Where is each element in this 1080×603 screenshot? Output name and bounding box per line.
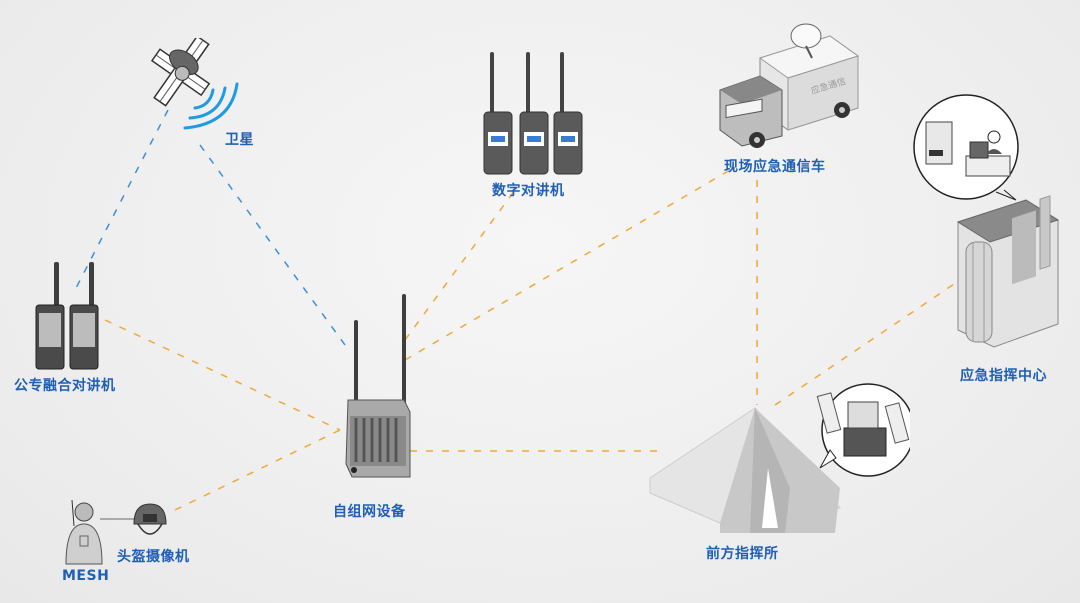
- hybrid-radio-node[interactable]: [32, 260, 102, 372]
- helmet-camera-node[interactable]: [130, 500, 170, 544]
- hybrid-radio-icon: [35, 262, 99, 370]
- forward-post-node[interactable]: [640, 378, 910, 538]
- mesh-node[interactable]: [60, 498, 104, 568]
- digital-radio-label: 数字对讲机: [492, 183, 565, 199]
- link-forward-post-center: [774, 279, 961, 406]
- link-adhoc-helmet: [174, 429, 341, 511]
- link-adhoc-vehicle: [404, 169, 731, 361]
- satellite-label: 卫星: [225, 132, 254, 148]
- satellite-node[interactable]: [145, 38, 245, 133]
- helmet-camera-label: 头盔摄像机: [117, 549, 190, 565]
- command-center-node[interactable]: [908, 92, 1080, 357]
- adhoc-device-icon: [345, 294, 411, 478]
- comm-vehicle-icon: 应急通信: [719, 23, 860, 148]
- mesh-label: MESH: [62, 568, 110, 584]
- adhoc-device-node[interactable]: [342, 292, 416, 492]
- link-satellite-hybrid-radio: [74, 109, 169, 291]
- digital-radio-icon: [483, 52, 583, 175]
- link-adhoc-hybrid-radio: [104, 319, 341, 431]
- command-center-icon: [913, 94, 1060, 348]
- tent-icon: [649, 383, 910, 533]
- forward-post-label: 前方指挥所: [706, 546, 779, 562]
- link-adhoc-digital-radio: [404, 189, 516, 341]
- helmet-camera-icon: [133, 503, 167, 535]
- command-center-label: 应急指挥中心: [960, 368, 1047, 384]
- digital-radio-node[interactable]: [478, 52, 590, 180]
- mesh-soldier-icon: [65, 499, 103, 565]
- link-satellite-adhoc: [199, 144, 346, 346]
- comm-vehicle-node[interactable]: 应急通信: [712, 18, 862, 148]
- mesh-helmet-link: [100, 518, 134, 520]
- satellite-icon: [150, 38, 239, 130]
- hybrid-radio-label: 公专融合对讲机: [14, 378, 116, 394]
- comm-vehicle-label: 现场应急通信车: [724, 159, 826, 175]
- adhoc-device-label: 自组网设备: [333, 504, 406, 520]
